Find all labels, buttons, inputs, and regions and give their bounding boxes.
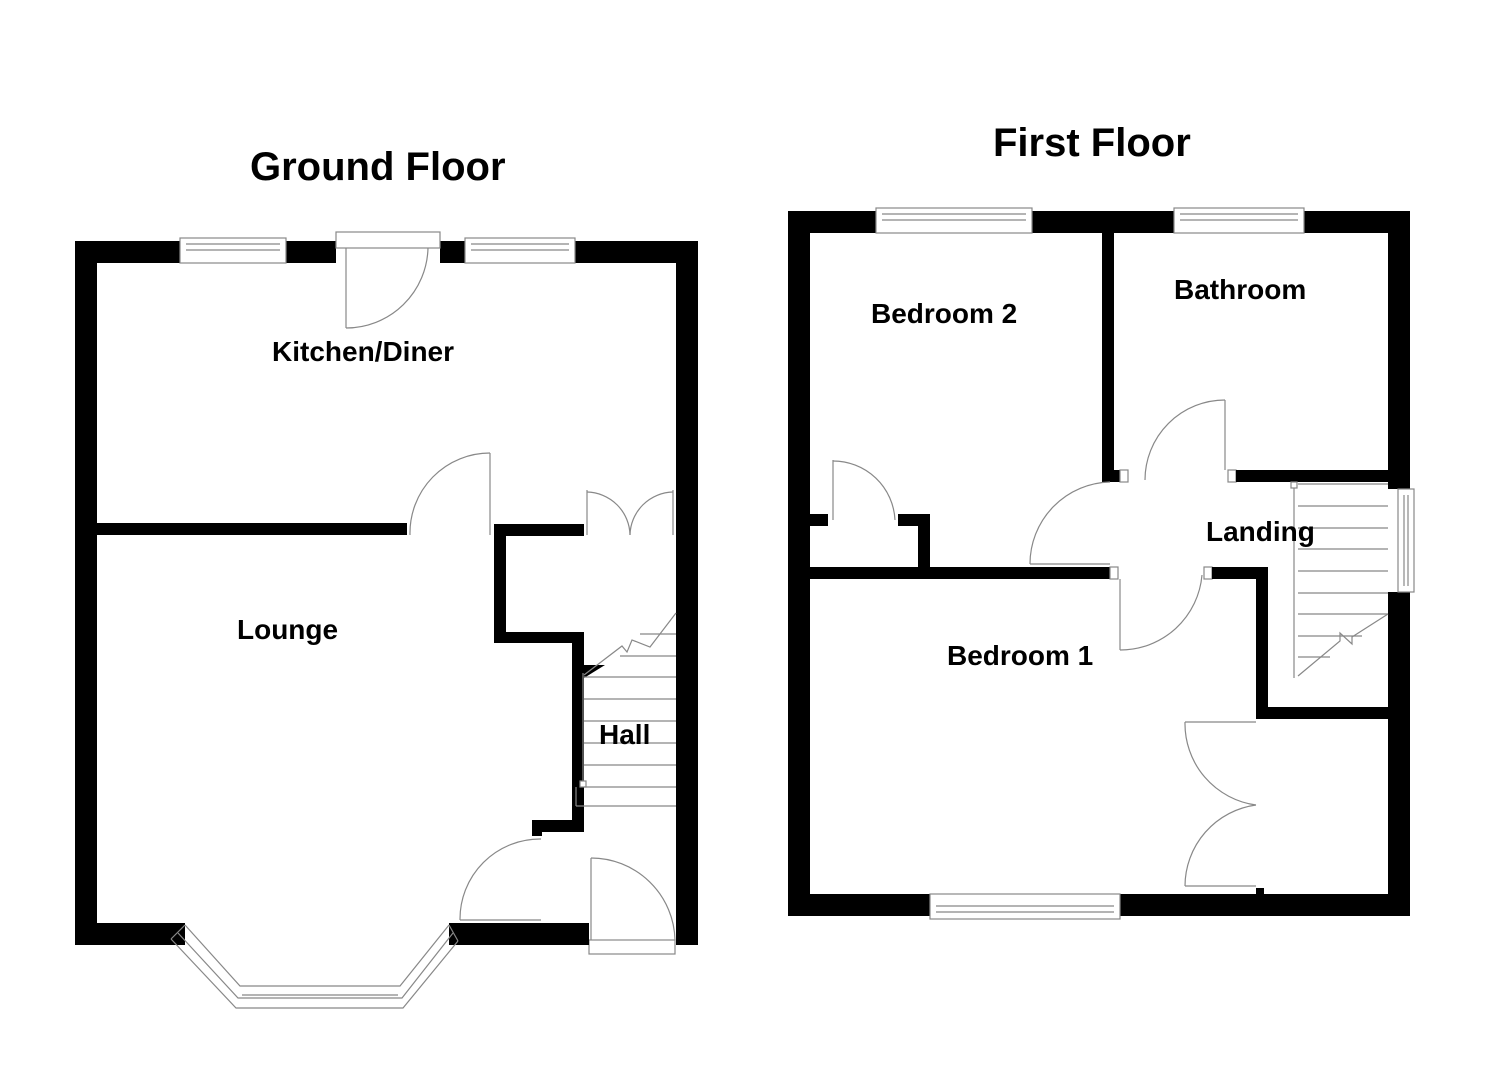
room-label-bathroom: Bathroom [1174, 274, 1307, 305]
first-floor-plan [788, 207, 1415, 920]
room-label-hall: Hall [599, 719, 651, 750]
bedroom-2-door [1029, 481, 1111, 565]
lounge-door [409, 452, 491, 536]
room-label-bedroom-2: Bedroom 2 [871, 298, 1018, 329]
hall-staircase [575, 612, 677, 807]
room-label-landing: Landing [1206, 516, 1315, 547]
kitchen-back-door [335, 231, 441, 329]
ground-floor-plan [75, 231, 698, 1009]
lounge-bay-window [75, 923, 589, 1009]
cupboard-double-doors [586, 490, 674, 536]
bedroom-2-cupboard-door [832, 460, 896, 521]
first-left-wall [788, 211, 810, 916]
lounge-hall-door [459, 838, 542, 921]
front-door [588, 857, 676, 955]
room-label-kitchen-diner: Kitchen/Diner [272, 336, 455, 367]
ground-floor-title: Ground Floor [250, 145, 506, 189]
ground-right-wall [676, 241, 698, 945]
kitchen-window-right [464, 237, 576, 264]
first-floor-title: First Floor [993, 121, 1191, 165]
bedroom-2-window [875, 207, 1033, 234]
bathroom-window [1173, 207, 1305, 234]
room-label-lounge: Lounge [237, 614, 339, 645]
ground-left-wall [75, 241, 97, 945]
landing-window [1397, 488, 1415, 593]
bedroom-1-wardrobe-doors [1184, 721, 1264, 896]
room-label-bedroom-1: Bedroom 1 [947, 640, 1094, 671]
bedroom-1-door [1119, 574, 1203, 651]
bedroom-1-window [929, 893, 1121, 920]
bathroom-door [1144, 399, 1226, 481]
landing-staircase [1290, 481, 1389, 678]
kitchen-window-left [179, 237, 287, 264]
